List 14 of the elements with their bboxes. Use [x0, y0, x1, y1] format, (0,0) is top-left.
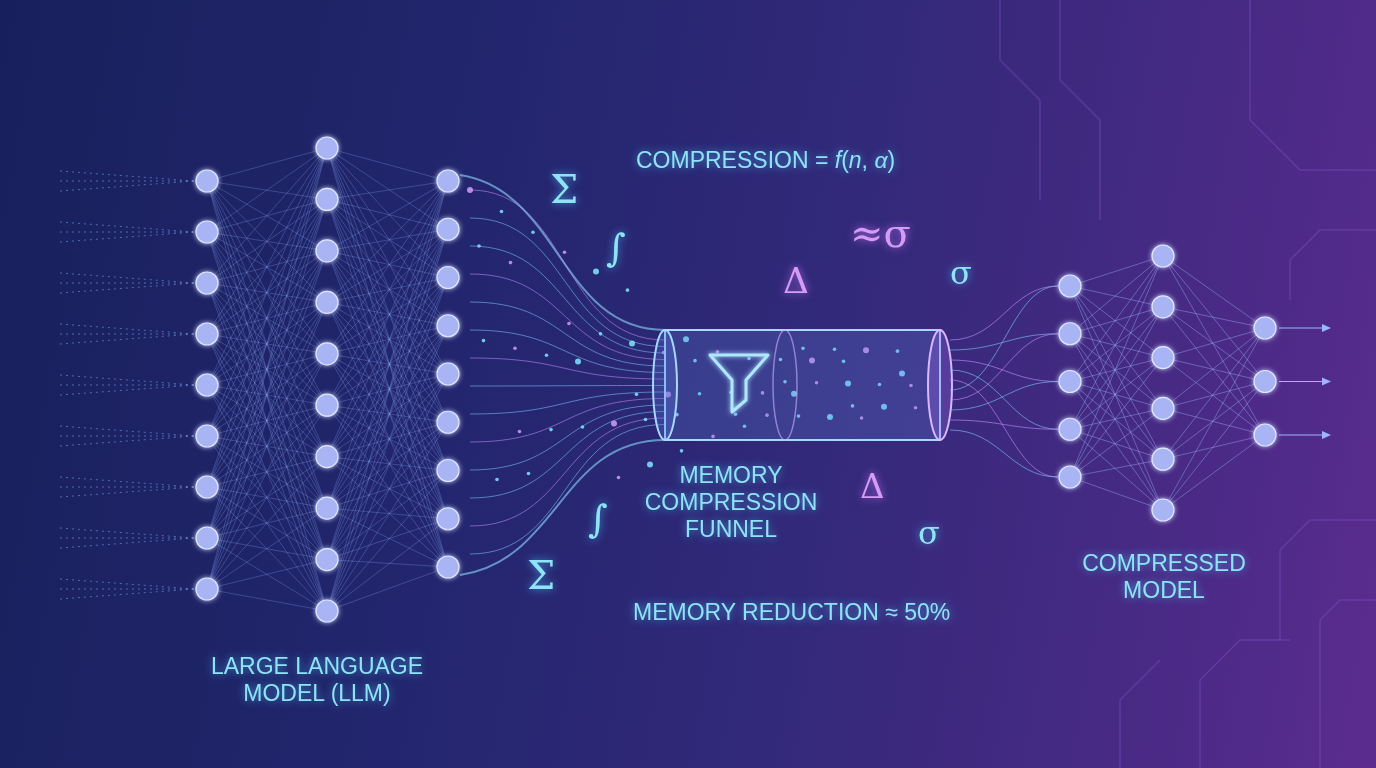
math-symbol: σ: [950, 255, 972, 293]
model-caption: LARGE LANGUAGE MODEL (LLM): [209, 653, 425, 708]
funnel-caption: MEMORY COMPRESSION FUNNEL: [643, 462, 819, 544]
model-caption: COMPRESSED MODEL: [1081, 550, 1247, 605]
math-symbol: Δ: [783, 260, 809, 303]
metric-text: MEMORY REDUCTION ≈ 50%: [633, 599, 951, 627]
math-symbol: ∫: [588, 497, 608, 542]
math-symbol: Σ: [527, 552, 556, 600]
math-symbol: Δ: [860, 466, 885, 507]
math-symbol: σ: [918, 515, 940, 553]
math-symbol: ∫: [606, 226, 626, 271]
formula-text: COMPRESSION = f(n, α): [636, 147, 896, 175]
math-symbol: ≈σ: [850, 210, 911, 258]
math-symbol: Σ: [550, 166, 579, 214]
